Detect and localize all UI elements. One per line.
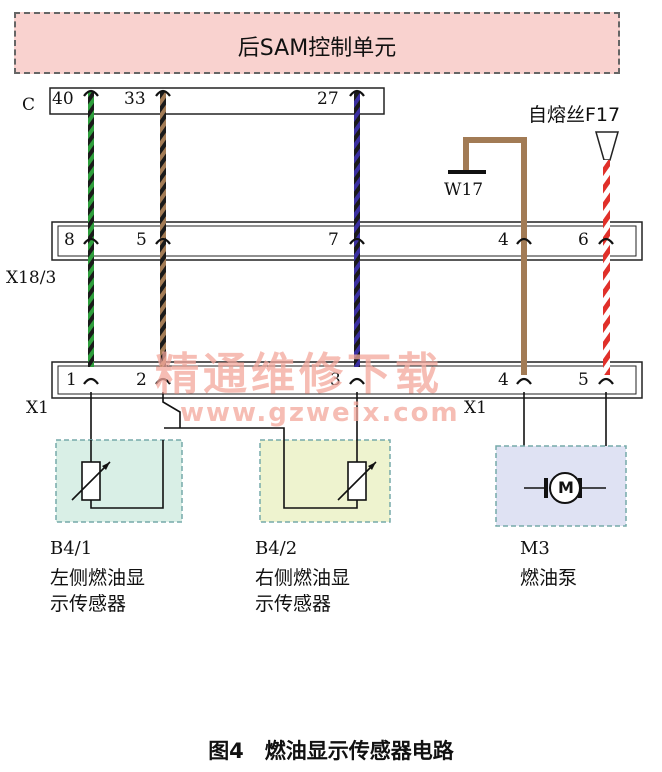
b41-name-line1: 左侧燃油显 <box>50 567 146 589</box>
motor-letter: M <box>558 478 574 497</box>
wire-brown-ground <box>463 137 527 375</box>
pin-c-33: 33 <box>124 89 146 109</box>
m3-name: 燃油泵 <box>520 567 578 589</box>
wire-red-white <box>603 160 610 375</box>
m3-code: M3 <box>520 538 550 559</box>
watermark-text: 精通维修下载 <box>155 349 443 400</box>
pin-x1-3: 3 <box>330 370 341 390</box>
motor-symbol <box>549 472 581 504</box>
motor-body <box>544 478 548 498</box>
b41-name-line2: 示传感器 <box>50 593 127 615</box>
pin-x18-4: 4 <box>498 230 509 250</box>
b42-name-line1: 右侧燃油显 <box>255 567 351 589</box>
wire-brown-black <box>160 92 166 367</box>
connector-x18-strip <box>51 221 643 261</box>
connector-x1-label-right: X1 <box>464 398 487 418</box>
pin-x1-1: 1 <box>66 370 77 390</box>
pin-x1-2: 2 <box>136 370 147 390</box>
pin-x18-8: 8 <box>64 230 75 250</box>
pin-x1-4: 4 <box>498 370 509 390</box>
figure-caption: 图4 燃油显示传感器电路 <box>208 739 454 763</box>
ground-label: W17 <box>444 180 484 200</box>
wire-green-black <box>88 92 94 367</box>
pin-c-27: 27 <box>317 89 339 109</box>
b42-name-line2: 示传感器 <box>255 593 332 615</box>
sensor-b42-box <box>259 439 391 523</box>
pin-x18-5: 5 <box>136 230 147 250</box>
connector-c-strip <box>49 87 385 115</box>
wire-blue-black <box>354 92 360 367</box>
connector-c-label: C <box>22 95 36 115</box>
control-unit-label: 后SAM控制单元 <box>237 36 397 61</box>
rear-sam-control-unit: 后SAM控制单元 <box>14 12 620 74</box>
b41-code: B4/1 <box>50 538 93 559</box>
pin-x18-7: 7 <box>328 230 339 250</box>
connector-x1-label-left: X1 <box>26 398 49 418</box>
pin-x1-5: 5 <box>578 370 589 390</box>
b42-code: B4/2 <box>255 538 298 559</box>
pin-c-40: 40 <box>52 89 74 109</box>
connector-x18-label: X18/3 <box>6 268 57 288</box>
fuse-label: 自熔丝F17 <box>528 104 621 126</box>
watermark-url: www.gzweix.com <box>180 398 460 428</box>
fuse-symbol <box>595 131 619 161</box>
pin-x18-6: 6 <box>578 230 589 250</box>
connector-x1-strip <box>51 361 643 399</box>
